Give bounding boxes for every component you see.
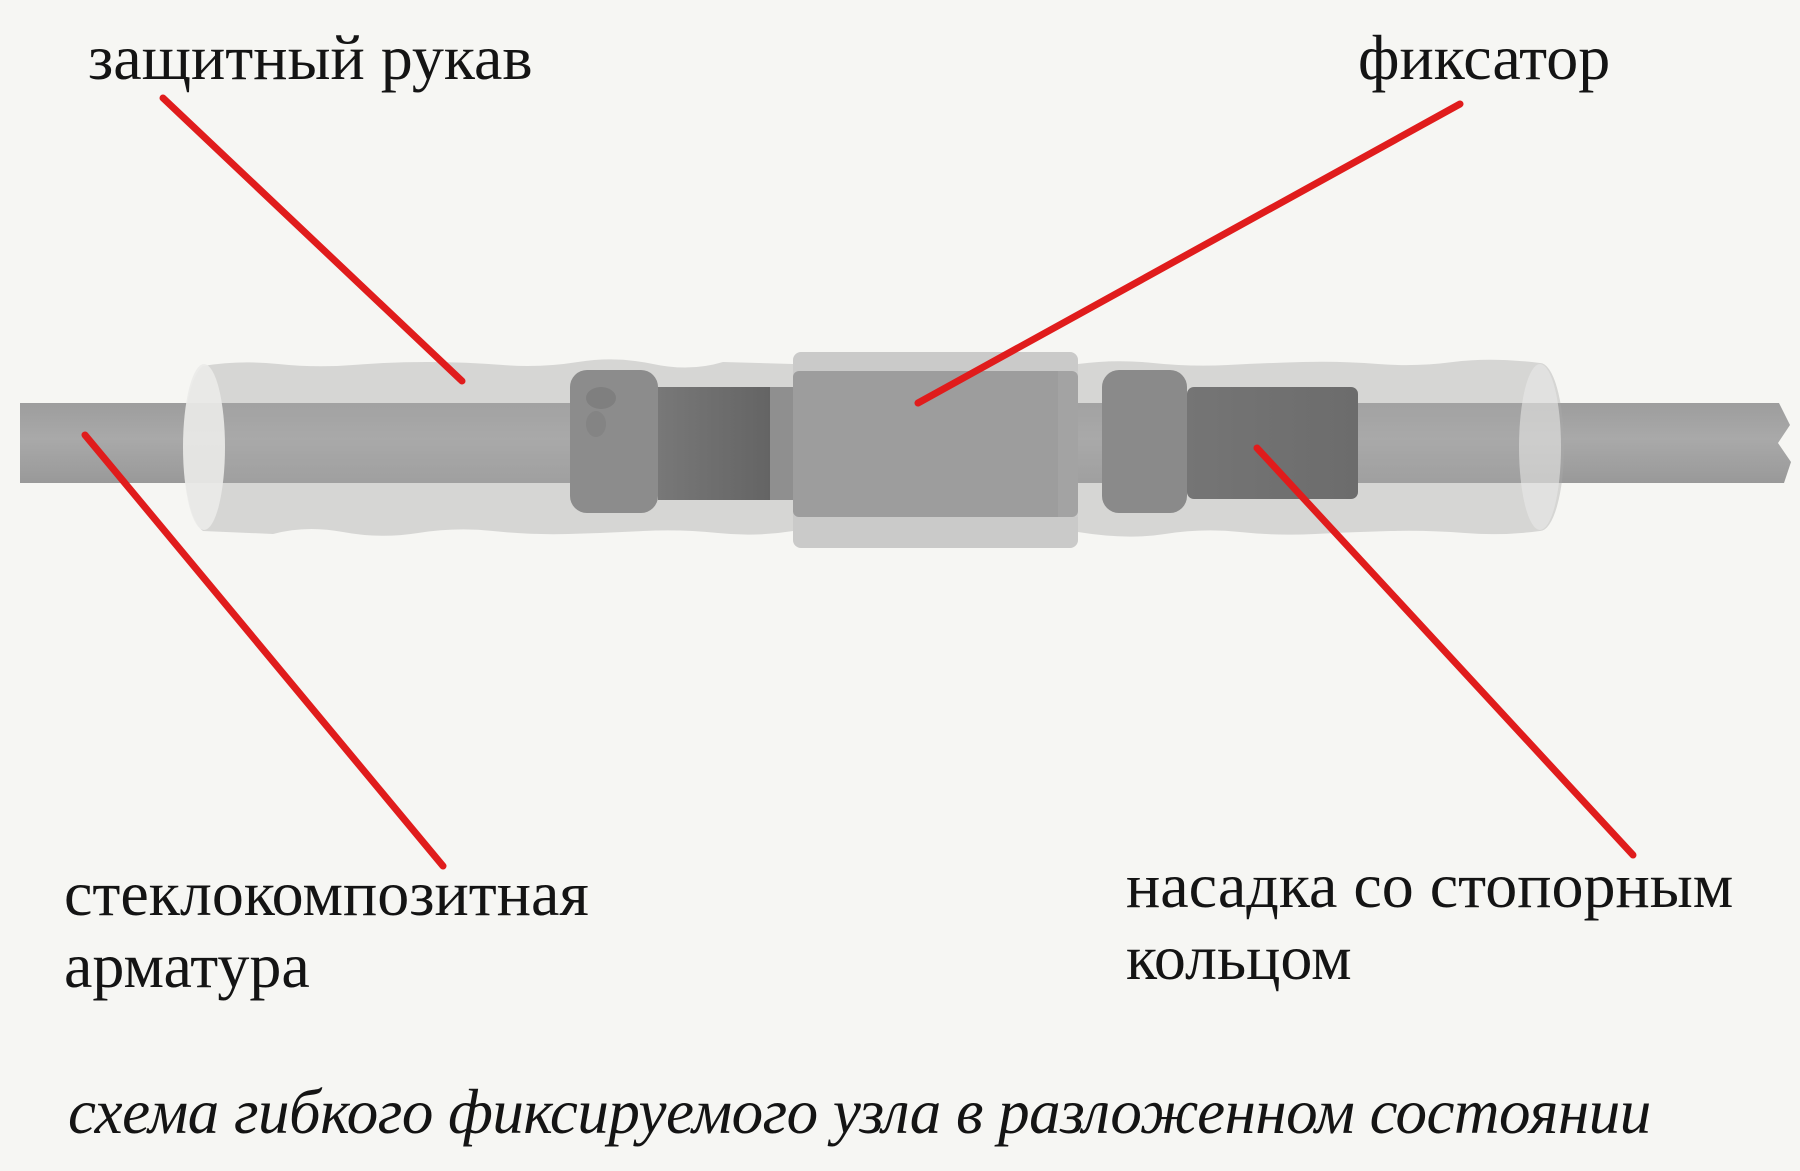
- leader-line-fixator: [914, 100, 1464, 407]
- tube-left-collar: [770, 387, 793, 500]
- leader-line-locking-nozzle: [1253, 444, 1637, 859]
- label-fixator-text: фиксатор: [1358, 22, 1611, 93]
- leader-line-protective-sleeve: [159, 94, 466, 385]
- clamp-ring-left: [570, 370, 658, 513]
- label-composite-rebar-line2: арматура: [64, 930, 310, 1001]
- label-composite-rebar: стеклокомпозитная арматура: [64, 858, 589, 1002]
- fixator-body-edge-highlight: [1058, 371, 1078, 517]
- clamp-ring-right: [1102, 370, 1187, 513]
- fixator-body: [793, 371, 1078, 517]
- sleeve-right-end-cap: [1519, 364, 1561, 530]
- label-protective-sleeve-text: защитный рукав: [88, 22, 533, 93]
- tube-left: [658, 387, 772, 500]
- label-locking-nozzle: насадка со стопорным кольцом: [1126, 850, 1733, 994]
- label-composite-rebar-line1: стеклокомпозитная: [64, 858, 589, 929]
- label-locking-nozzle-line2: кольцом: [1126, 922, 1352, 993]
- leader-line-composite-rebar: [81, 431, 447, 870]
- label-protective-sleeve: защитный рукав: [88, 22, 533, 94]
- clamp-ring-left-mark: [586, 387, 616, 409]
- diagram-caption: схема гибкого фиксируемого узла в разлож…: [68, 1077, 1651, 1147]
- sleeve-left-end-cap: [183, 364, 225, 530]
- clamp-ring-left-mark2: [586, 411, 606, 437]
- label-fixator: фиксатор: [1358, 22, 1610, 94]
- locking-nozzle: [1187, 387, 1358, 499]
- label-locking-nozzle-line1: насадка со стопорным: [1126, 850, 1734, 921]
